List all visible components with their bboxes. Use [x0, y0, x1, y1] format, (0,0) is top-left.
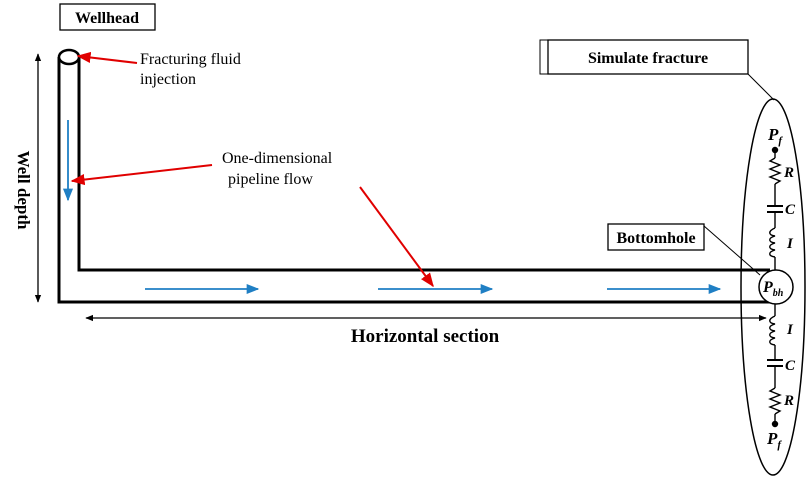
svg-text:Wellhead: Wellhead	[75, 10, 139, 27]
c-top-label: C	[785, 202, 796, 218]
upper-inductor-coil	[769, 227, 776, 258]
flow-label-line1: One-dimensional	[222, 150, 333, 167]
r-top-label: R	[783, 165, 794, 181]
pf-top-label: Pf	[767, 125, 783, 147]
injection-label-line2: injection	[140, 71, 196, 88]
lower-circuit-branch	[767, 304, 783, 428]
wellhead-label: Wellhead	[59, 3, 156, 31]
r-bottom-label: R	[783, 393, 794, 409]
flow-callout-arrow-2	[359, 186, 434, 288]
injection-callout-arrow	[76, 51, 138, 64]
svg-text:Simulate fracture: Simulate fracture	[588, 50, 708, 67]
lower-inductor-coil	[769, 315, 776, 346]
svg-text:Bottomhole: Bottomhole	[616, 230, 695, 247]
fracture-ellipse	[740, 98, 806, 476]
i-top-label: I	[786, 236, 794, 252]
simulate-fracture-leader	[747, 73, 775, 101]
flow-callout-arrow-1	[70, 164, 213, 186]
c-bottom-label: C	[785, 358, 796, 374]
simulate-fracture-label: Simulate fracture	[539, 39, 749, 75]
bottomhole-label: Bottomhole	[607, 223, 705, 251]
upper-resistor-zigzag	[768, 157, 782, 185]
well-depth-label: Well depth	[14, 151, 33, 230]
pbh-label: Pbh	[762, 279, 784, 299]
i-bottom-label: I	[786, 322, 794, 338]
upper-circuit-branch	[767, 146, 783, 270]
flow-label-line2: pipeline flow	[228, 171, 313, 188]
pf-bottom-label: Pf	[766, 429, 782, 451]
injection-label-line1: Fracturing fluid	[140, 51, 241, 68]
horizontal-section-label: Horizontal section	[351, 326, 500, 347]
bottomhole-leader	[703, 225, 761, 276]
bottomhole-node	[758, 269, 794, 305]
lower-resistor-zigzag	[768, 387, 782, 415]
